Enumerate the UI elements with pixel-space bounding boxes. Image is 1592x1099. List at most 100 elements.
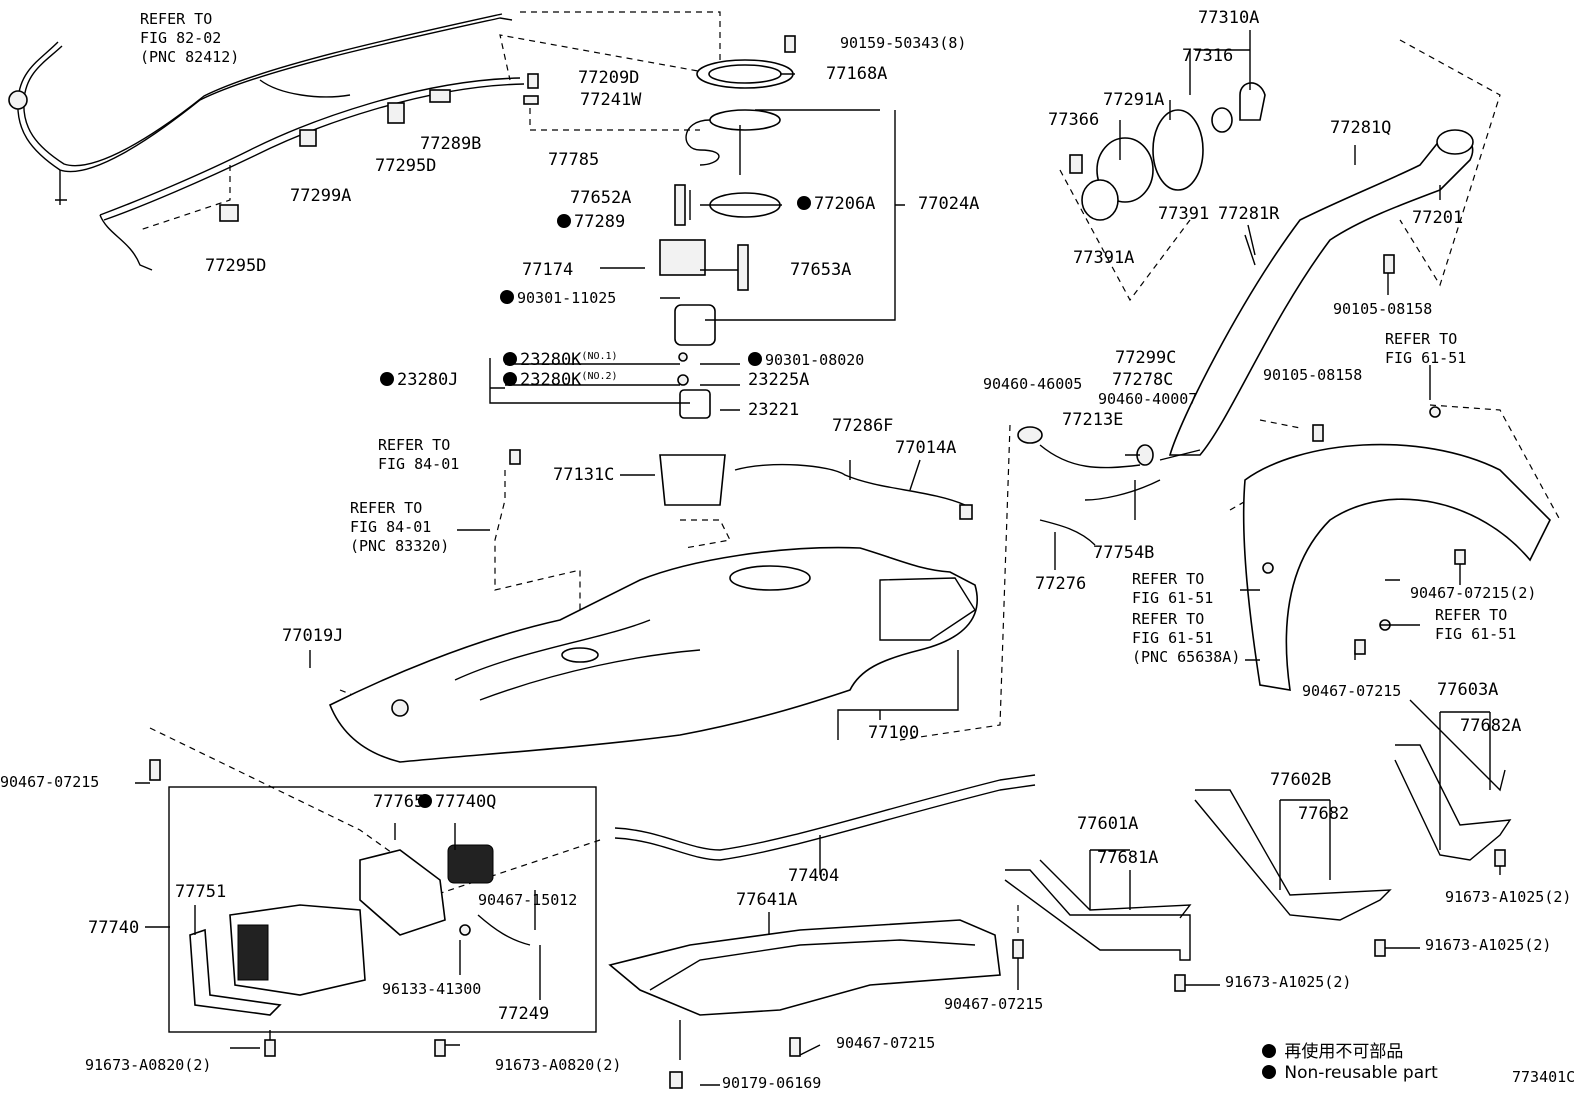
part-label-77289B[interactable]: 77289B <box>420 134 482 154</box>
part-label-77014A[interactable]: 77014A <box>895 438 957 458</box>
hoses-illustration <box>1017 426 1201 546</box>
ref-fig-82-02[interactable]: REFER TO FIG 82-02 (PNC 82412) <box>140 10 240 66</box>
part-label-77168A[interactable]: 77168A <box>826 64 888 84</box>
part-label-77201[interactable]: 77201 <box>1412 208 1464 228</box>
part-label-23280K-no1[interactable]: 23280K (NO.1) <box>503 350 618 370</box>
part-label-77754B[interactable]: 77754B <box>1093 543 1155 563</box>
part-label-77295D-1[interactable]: 77295D <box>375 156 437 176</box>
part-label-77299C[interactable]: 77299C <box>1115 348 1177 368</box>
part-label-77391A[interactable]: 77391A <box>1073 248 1135 268</box>
part-label-77209D[interactable]: 77209D <box>578 68 640 88</box>
part-label-90467-07215-b[interactable]: 90467-07215 <box>944 995 1044 1013</box>
part-label-77785[interactable]: 77785 <box>548 150 600 170</box>
part-label-90301-08020[interactable]: 90301-08020 <box>748 352 864 368</box>
ref-fig-61-51-b[interactable]: REFER TO FIG 61-51 <box>1132 570 1214 607</box>
part-label-77366[interactable]: 77366 <box>1048 110 1100 130</box>
part-label-77206A[interactable]: 77206A <box>797 196 875 213</box>
tank-straps-illustration <box>1004 699 1512 961</box>
part-label-91673-A1025-2-a[interactable]: 91673-A1025(2) <box>1445 888 1572 906</box>
filler-pipe-illustration <box>1168 129 1474 456</box>
part-label-91673-A0820-2-a[interactable]: 91673-A0820(2) <box>85 1056 212 1074</box>
part-label-77289[interactable]: 77289 <box>557 214 625 231</box>
part-label-77391[interactable]: 77391 <box>1158 204 1210 224</box>
part-label-90460-46005[interactable]: 90460-46005 <box>983 375 1083 393</box>
part-label-77100[interactable]: 77100 <box>868 723 920 743</box>
part-number-77289: 77289 <box>574 212 626 232</box>
ref-fig-61-51-a[interactable]: REFER TO FIG 61-51 <box>1385 330 1467 367</box>
ref-fig-61-51-c[interactable]: REFER TO FIG 61-51 <box>1435 606 1517 643</box>
part-label-77286F[interactable]: 77286F <box>832 416 894 436</box>
part-number-23280K-no1: 23280K <box>520 350 582 370</box>
part-label-77278C[interactable]: 77278C <box>1112 370 1174 390</box>
legend-text-jp: 再使用不可部品 <box>1284 1042 1404 1062</box>
ref-fig-84-01[interactable]: REFER TO FIG 84-01 <box>378 436 460 473</box>
part-label-77682A[interactable]: 77682A <box>1460 716 1522 736</box>
note-no2: (NO.2) <box>581 371 618 382</box>
part-label-90467-07215-d[interactable]: 90467-07215 <box>836 1034 936 1052</box>
ref-fig-84-01-pnc[interactable]: REFER TO FIG 84-01 (PNC 83320) <box>350 499 450 555</box>
part-label-77316[interactable]: 77316 <box>1182 46 1234 66</box>
part-label-77601A[interactable]: 77601A <box>1077 814 1139 834</box>
part-label-90467-07215-2-a[interactable]: 90467-07215(2) <box>1410 584 1537 602</box>
part-label-77653A[interactable]: 77653A <box>790 260 852 280</box>
part-label-90105-08158-a[interactable]: 90105-08158 <box>1333 300 1433 318</box>
fuel-cap-parts-illustration <box>1069 82 1266 221</box>
part-label-77174[interactable]: 77174 <box>522 260 574 280</box>
part-label-77765[interactable]: 77765 <box>373 792 425 812</box>
part-label-91673-A1025-2-c[interactable]: 91673-A1025(2) <box>1225 973 1352 991</box>
part-label-77602B[interactable]: 77602B <box>1270 770 1332 790</box>
part-label-77295D-2[interactable]: 77295D <box>205 256 267 276</box>
canister-group-box <box>168 786 597 1033</box>
fender-liner-illustration <box>1242 406 1551 691</box>
part-label-77249[interactable]: 77249 <box>498 1004 550 1024</box>
part-number-90301-08020: 90301-08020 <box>765 351 865 369</box>
part-label-90467-15012[interactable]: 90467-15012 <box>478 891 578 909</box>
part-label-77310A[interactable]: 77310A <box>1198 8 1260 28</box>
bolts-illustration <box>149 35 1506 1089</box>
part-label-90105-08158-b[interactable]: 90105-08158 <box>1263 366 1363 384</box>
part-label-77682[interactable]: 77682 <box>1298 804 1350 824</box>
part-label-96133-41300[interactable]: 96133-41300 <box>382 980 482 998</box>
part-label-77131C[interactable]: 77131C <box>553 465 615 485</box>
part-label-77740[interactable]: 77740 <box>88 918 140 938</box>
part-label-90460-40007[interactable]: 90460-40007 <box>1098 390 1198 408</box>
part-label-77276[interactable]: 77276 <box>1035 574 1087 594</box>
fuel-tank-illustration <box>328 546 978 763</box>
part-label-77281R[interactable]: 77281R <box>1218 204 1280 224</box>
leader-lines <box>135 30 1501 1086</box>
part-label-77281Q[interactable]: 77281Q <box>1330 118 1392 138</box>
part-label-77299A[interactable]: 77299A <box>290 186 352 206</box>
part-label-90159-50343-8[interactable]: 90159-50343(8) <box>840 34 967 52</box>
part-label-91673-A0820-2-b[interactable]: 91673-A0820(2) <box>495 1056 622 1074</box>
part-label-77641A[interactable]: 77641A <box>736 890 798 910</box>
part-label-77024A[interactable]: 77024A <box>918 194 980 214</box>
charcoal-canister-illustration <box>189 844 531 1016</box>
part-label-23225A[interactable]: 23225A <box>748 370 810 390</box>
part-label-90179-06169[interactable]: 90179-06169 <box>722 1074 822 1092</box>
part-label-91673-A1025-2-b[interactable]: 91673-A1025(2) <box>1425 936 1552 954</box>
part-label-77740Q[interactable]: 77740Q <box>418 794 496 811</box>
part-label-90467-07215-c[interactable]: 90467-07215 <box>0 773 100 791</box>
part-label-23221[interactable]: 23221 <box>748 400 800 420</box>
part-number-90301-11025: 90301-11025 <box>517 289 617 307</box>
diagram-code: 773401C <box>1512 1068 1576 1086</box>
ref-fig-61-51-pnc[interactable]: REFER TO FIG 61-51 (PNC 65638A) <box>1132 610 1241 666</box>
part-label-77019J[interactable]: 77019J <box>282 626 344 646</box>
part-label-90467-07215-a[interactable]: 90467-07215 <box>1302 682 1402 700</box>
part-number-23280K-no2: 23280K <box>520 370 582 390</box>
part-number-77740Q: 77740Q <box>435 792 497 812</box>
part-label-77681A[interactable]: 77681A <box>1097 848 1159 868</box>
clips-illustration <box>219 73 539 222</box>
part-label-23280J[interactable]: 23280J <box>380 372 458 389</box>
part-label-23280K-no2[interactable]: 23280K (NO.2) <box>503 370 618 390</box>
part-label-77404[interactable]: 77404 <box>788 866 840 886</box>
part-label-77291A[interactable]: 77291A <box>1103 90 1165 110</box>
part-label-90301-11025[interactable]: 90301-11025 <box>500 290 616 306</box>
part-label-77652A[interactable]: 77652A <box>570 188 632 208</box>
legend-non-reusable-en: Non-reusable part <box>1262 1063 1438 1083</box>
part-label-77751[interactable]: 77751 <box>175 882 227 902</box>
part-label-77213E[interactable]: 77213E <box>1062 410 1124 430</box>
part-label-77241W[interactable]: 77241W <box>580 90 642 110</box>
part-label-77603A[interactable]: 77603A <box>1437 680 1499 700</box>
